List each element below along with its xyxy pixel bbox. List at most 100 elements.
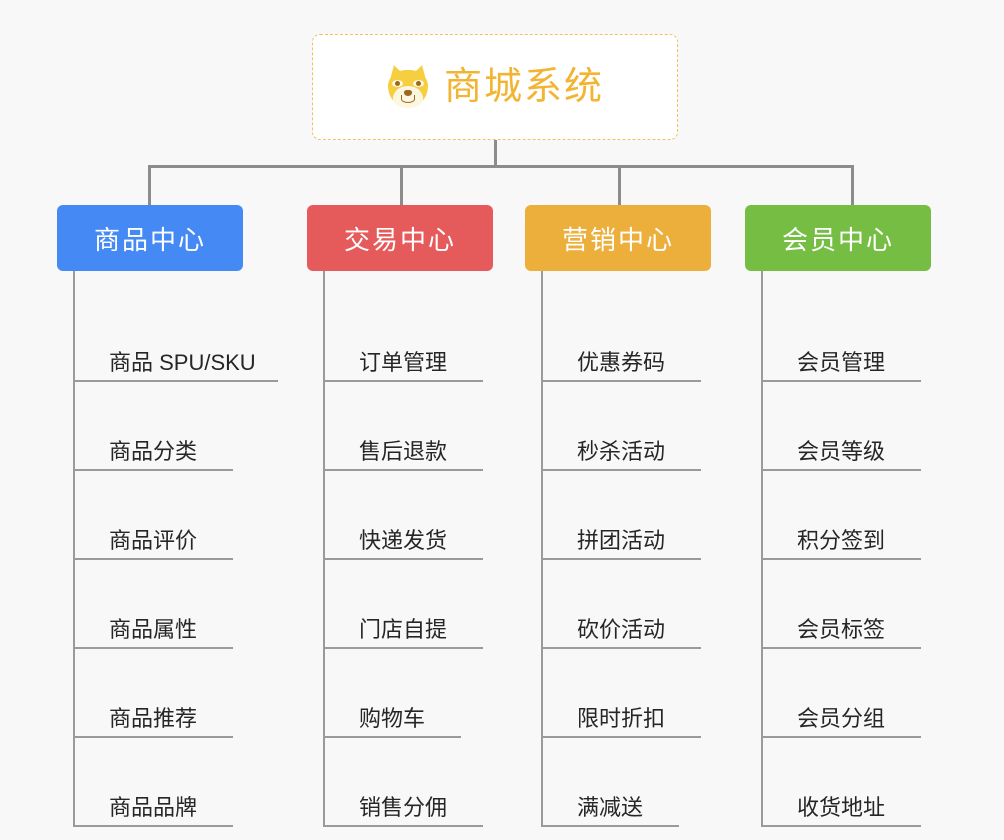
branch-trunk (73, 271, 75, 827)
leaf-underline (73, 647, 233, 649)
leaf-underline (761, 647, 921, 649)
branch-column: 会员中心 会员管理 会员等级 积分签到 会员标签 会员分组 (745, 205, 931, 827)
list-item[interactable]: 限时折扣 (541, 649, 711, 738)
connector-drop-2 (400, 165, 403, 207)
branch-items: 优惠券码 秒杀活动 拼团活动 砍价活动 限时折扣 满减送 (525, 271, 711, 827)
connector-drop-3 (618, 165, 621, 207)
list-item-label: 售后退款 (359, 439, 448, 464)
branch-header-label: 会员中心 (781, 224, 894, 255)
list-item[interactable]: 商品推荐 (73, 649, 243, 738)
list-item[interactable]: 销售分佣 (323, 738, 493, 827)
branch-column: 商品中心 商品 SPU/SKU 商品分类 商品评价 商品属性 商品推荐 (57, 205, 278, 827)
leaf-underline (541, 825, 679, 827)
branch-header-label: 营销中心 (561, 224, 674, 255)
list-item-label: 购物车 (359, 706, 426, 731)
leaf-underline (73, 380, 278, 382)
connector-root-stem (494, 140, 497, 167)
list-item[interactable]: 订单管理 (323, 293, 493, 382)
list-item[interactable]: 售后退款 (323, 382, 493, 471)
list-item-label: 会员管理 (797, 350, 886, 375)
list-item[interactable]: 门店自提 (323, 560, 493, 649)
leaf-underline (323, 558, 483, 560)
leaf-underline (541, 558, 701, 560)
list-item[interactable]: 会员等级 (761, 382, 931, 471)
leaf-underline (541, 469, 701, 471)
list-item-label: 收货地址 (797, 795, 886, 820)
branch-column: 交易中心 订单管理 售后退款 快递发货 门店自提 购物车 (307, 205, 493, 827)
branch-trunk (761, 271, 763, 827)
shiba-inu-icon (385, 62, 431, 109)
branch-items: 会员管理 会员等级 积分签到 会员标签 会员分组 收货地址 (745, 271, 931, 827)
list-item-label: 商品属性 (109, 617, 198, 642)
list-item-label: 满减送 (577, 795, 644, 820)
branch-header[interactable]: 商品中心 (57, 205, 243, 271)
list-item-label: 砍价活动 (577, 617, 666, 642)
leaf-underline (761, 469, 921, 471)
leaf-underline (73, 825, 233, 827)
list-item-label: 门店自提 (359, 617, 448, 642)
branch-header-label: 交易中心 (343, 224, 456, 255)
list-item[interactable]: 商品 SPU/SKU (73, 293, 278, 382)
list-item-label: 商品品牌 (109, 795, 198, 820)
connector-horizontal-bus (148, 165, 854, 168)
branch-header[interactable]: 会员中心 (745, 205, 931, 271)
list-item[interactable]: 会员管理 (761, 293, 931, 382)
list-item[interactable]: 会员分组 (761, 649, 931, 738)
leaf-underline (73, 736, 233, 738)
list-item[interactable]: 购物车 (323, 649, 493, 738)
leaf-underline (323, 825, 483, 827)
leaf-underline (761, 825, 921, 827)
list-item[interactable]: 满减送 (541, 738, 711, 827)
leaf-underline (323, 380, 483, 382)
branch-header-label: 商品中心 (93, 224, 206, 255)
list-item[interactable]: 商品品牌 (73, 738, 243, 827)
leaf-underline (761, 380, 921, 382)
branch-items: 商品 SPU/SKU 商品分类 商品评价 商品属性 商品推荐 商品品牌 (57, 271, 278, 827)
list-item-label: 优惠券码 (577, 350, 666, 375)
list-item-label: 限时折扣 (577, 706, 666, 731)
leaf-underline (323, 469, 483, 471)
shiba-mouth (400, 95, 415, 103)
list-item[interactable]: 砍价活动 (541, 560, 711, 649)
leaf-underline (323, 647, 483, 649)
branch-trunk (323, 271, 325, 827)
shiba-pupil-right (415, 81, 421, 86)
list-item-label: 商品 SPU/SKU (109, 350, 256, 375)
list-item[interactable]: 积分签到 (761, 471, 931, 560)
root-node[interactable]: 商城系统 (312, 34, 678, 140)
list-item-label: 会员等级 (797, 439, 886, 464)
list-item-label: 快递发货 (359, 528, 448, 553)
branch-items: 订单管理 售后退款 快递发货 门店自提 购物车 销售分佣 (307, 271, 493, 827)
branch-header[interactable]: 营销中心 (525, 205, 711, 271)
leaf-underline (323, 736, 461, 738)
list-item[interactable]: 优惠券码 (541, 293, 711, 382)
leaf-underline (541, 380, 701, 382)
list-item[interactable]: 商品评价 (73, 471, 243, 560)
leaf-underline (541, 736, 701, 738)
connector-drop-1 (148, 165, 151, 207)
list-item[interactable]: 会员标签 (761, 560, 931, 649)
list-item-label: 积分签到 (797, 528, 886, 553)
leaf-underline (73, 558, 233, 560)
leaf-underline (761, 736, 921, 738)
list-item[interactable]: 收货地址 (761, 738, 931, 827)
list-item-label: 会员标签 (797, 617, 886, 642)
leaf-underline (73, 469, 233, 471)
list-item-label: 商品评价 (109, 528, 198, 553)
list-item-label: 销售分佣 (359, 795, 448, 820)
branch-column: 营销中心 优惠券码 秒杀活动 拼团活动 砍价活动 限时折扣 (525, 205, 711, 827)
branch-header[interactable]: 交易中心 (307, 205, 493, 271)
list-item[interactable]: 秒杀活动 (541, 382, 711, 471)
list-item[interactable]: 商品属性 (73, 560, 243, 649)
list-item-label: 商品推荐 (109, 706, 198, 731)
list-item[interactable]: 商品分类 (73, 382, 243, 471)
connector-drop-4 (851, 165, 854, 207)
shiba-nose (403, 90, 412, 96)
list-item-label: 秒杀活动 (577, 439, 666, 464)
shiba-pupil-left (394, 81, 400, 86)
leaf-underline (541, 647, 701, 649)
list-item[interactable]: 快递发货 (323, 471, 493, 560)
list-item[interactable]: 拼团活动 (541, 471, 711, 560)
list-item-label: 订单管理 (359, 350, 448, 375)
